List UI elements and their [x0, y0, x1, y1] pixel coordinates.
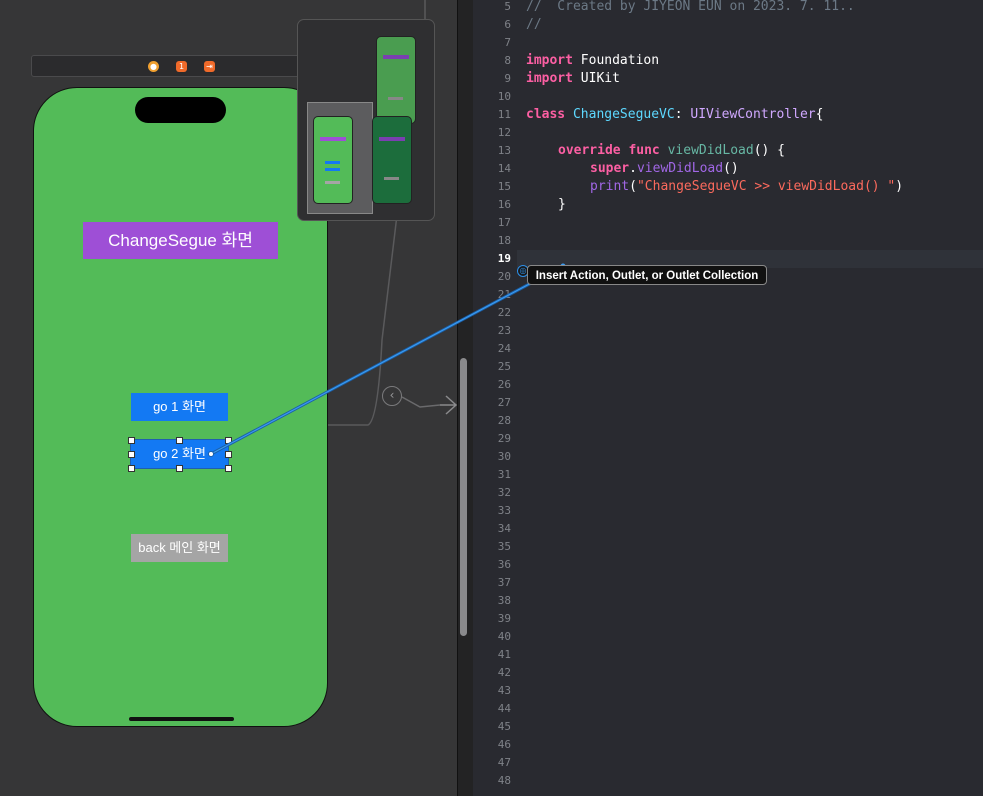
line-number: 44 [497, 702, 511, 715]
iphone-scene[interactable]: ChangeSegue 화면 go 1 화면 go 2 화면 back 메인 화… [33, 87, 328, 727]
line-number: 12 [497, 126, 511, 139]
line-number: 5 [504, 0, 511, 13]
line-number: 36 [497, 558, 511, 571]
minimap-scene [376, 36, 416, 124]
line-number: 18 [497, 234, 511, 247]
line-number: 8 [504, 54, 511, 67]
line-number: 17 [497, 216, 511, 229]
line-number: 6 [504, 18, 511, 31]
line-number: 40 [497, 630, 511, 643]
line-number: 32 [497, 486, 511, 499]
line-number: 11 [497, 108, 511, 121]
resize-handle[interactable] [225, 465, 232, 472]
line-number: 19 [497, 252, 511, 265]
line-number: 22 [497, 306, 511, 319]
line-number: 31 [497, 468, 511, 481]
minimap-scene [372, 116, 412, 204]
resize-handle[interactable] [128, 451, 135, 458]
code-line-9: import UIKit [526, 71, 620, 86]
line-number: 10 [497, 90, 511, 103]
line-number: 42 [497, 666, 511, 679]
go-1-button[interactable]: go 1 화면 [131, 393, 228, 421]
line-number: 9 [504, 72, 511, 85]
line-number: 28 [497, 414, 511, 427]
view-controller-icon[interactable]: ● [148, 61, 159, 72]
resize-handle[interactable] [176, 465, 183, 472]
line-number: 20 [497, 270, 511, 283]
scene-title-label[interactable]: ChangeSegue 화면 [83, 222, 278, 259]
line-number: 25 [497, 360, 511, 373]
current-line-highlight [517, 250, 983, 268]
code-line-13: override func viewDidLoad() { [558, 143, 785, 158]
line-number: 37 [497, 576, 511, 589]
insert-outlet-tooltip: Insert Action, Outlet, or Outlet Collect… [527, 265, 767, 285]
code-line-8: import Foundation [526, 53, 660, 68]
line-number: 14 [497, 162, 511, 175]
code-line-11: class ChangeSegueVC: UIViewController{ [526, 107, 824, 122]
canvas-scrollbar[interactable] [460, 358, 467, 636]
line-number: 46 [497, 738, 511, 751]
line-number: 45 [497, 720, 511, 733]
code-line-15: print("ChangeSegueVC >> viewDidLoad() ") [590, 179, 904, 194]
line-number: 38 [497, 594, 511, 607]
code-line-14: super.viewDidLoad() [590, 161, 739, 176]
line-number: 15 [497, 180, 511, 193]
code-line-16: } [558, 197, 566, 212]
line-number: 21 [497, 288, 511, 301]
line-number: 35 [497, 540, 511, 553]
first-responder-icon[interactable]: 1 [176, 61, 187, 72]
go-2-button[interactable]: go 2 화면 [130, 439, 229, 469]
resize-handle[interactable] [128, 437, 135, 444]
line-number: 26 [497, 378, 511, 391]
line-number: 48 [497, 774, 511, 787]
line-number: 27 [497, 396, 511, 409]
line-number: 13 [497, 144, 511, 157]
line-number: 43 [497, 684, 511, 697]
line-number: 41 [497, 648, 511, 661]
home-indicator [129, 717, 234, 721]
exit-icon[interactable]: ⇥ [204, 61, 215, 72]
code-line-5: // Created by JIYEON EUN on 2023. 7. 11.… [526, 0, 855, 14]
line-number: 47 [497, 756, 511, 769]
code-editor[interactable]: 5 6 7 8 9 10 11 12 13 14 15 16 17 18 19 20 21 22 23 24 25 26 2… [473, 0, 983, 796]
storyboard-minimap[interactable] [297, 19, 435, 221]
line-number: 7 [504, 36, 511, 49]
dynamic-island [135, 97, 226, 123]
line-number: 29 [497, 432, 511, 445]
minimap-scene [313, 116, 353, 204]
line-number: 24 [497, 342, 511, 355]
code-line-6: // [526, 17, 542, 32]
line-number: 39 [497, 612, 511, 625]
line-number: 33 [497, 504, 511, 517]
line-number: 30 [497, 450, 511, 463]
storyboard-canvas[interactable]: ‹ ● 1 ⇥ ChangeSegue 화면 go 1 화면 go 2 화면 b… [0, 0, 457, 796]
line-number-gutter: 5 6 7 8 9 10 11 12 13 14 15 16 17 18 19 20 21 22 23 24 25 26 2… [473, 0, 517, 796]
resize-handle[interactable] [225, 437, 232, 444]
back-main-button[interactable]: back 메인 화면 [131, 534, 228, 562]
resize-handle[interactable] [176, 437, 183, 444]
line-number: 16 [497, 198, 511, 211]
scene-dock: ● 1 ⇥ [31, 55, 331, 77]
segue-icon[interactable]: ‹ [382, 386, 402, 406]
line-number: 23 [497, 324, 511, 337]
line-number: 34 [497, 522, 511, 535]
resize-handle[interactable] [128, 465, 135, 472]
resize-handle[interactable] [225, 451, 232, 458]
